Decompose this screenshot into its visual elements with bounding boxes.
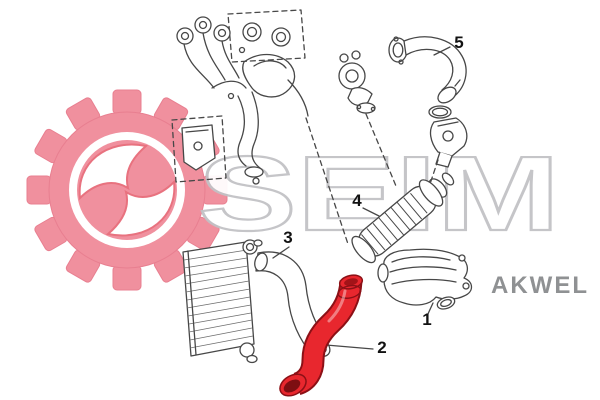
watermark: SEIM AKWEL bbox=[26, 89, 589, 299]
callout-5: 5 bbox=[454, 33, 463, 52]
part-5-turbo-pipe bbox=[388, 36, 468, 168]
callout-3: 3 bbox=[283, 228, 292, 247]
callout-4: 4 bbox=[352, 191, 362, 210]
callouts: 1 2 3 4 5 bbox=[283, 33, 463, 357]
watermark-partner-text: AKWEL bbox=[491, 272, 589, 299]
logo-s-swoosh-top bbox=[78, 143, 149, 201]
logo-s-swoosh-bottom bbox=[105, 179, 176, 237]
callout-2: 2 bbox=[377, 338, 386, 357]
leader-lines bbox=[272, 46, 451, 350]
part-2-clamp-ring bbox=[337, 284, 362, 299]
part-1-air-duct bbox=[377, 248, 473, 310]
seim-gear-logo bbox=[26, 89, 228, 291]
part-2-hose-body bbox=[293, 280, 361, 394]
exhaust-manifold-assembly bbox=[171, 9, 309, 185]
part-4-corrugated-hose bbox=[351, 172, 455, 264]
line-art bbox=[171, 9, 473, 397]
callout-1: 1 bbox=[422, 310, 431, 329]
intercooler bbox=[182, 239, 263, 364]
egr-valve bbox=[338, 50, 376, 114]
part-2-highlighted-hose bbox=[279, 274, 364, 397]
